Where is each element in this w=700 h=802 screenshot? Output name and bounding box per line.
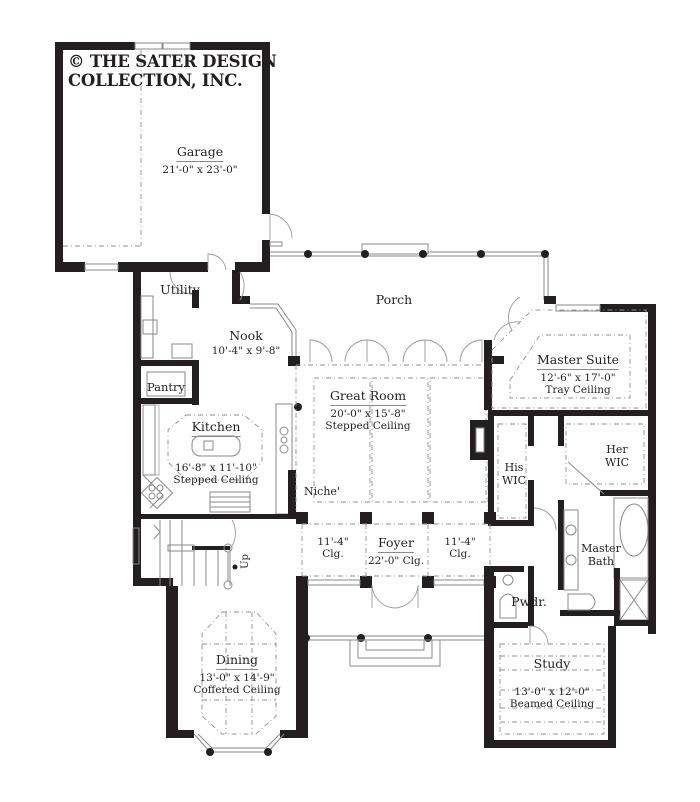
room-label-master-suite: Master Suite 12'-6" x 17'-0" Tray Ceilin… [536, 350, 620, 397]
room-name-line-2: WIC [501, 473, 527, 487]
master-suite-walls [484, 296, 656, 634]
room-name: Foyer [378, 535, 414, 553]
copyright-line-2: COLLECTION, INC. [68, 71, 243, 90]
stairs-up-label: Up [239, 554, 251, 569]
room-name-line-1: His [504, 461, 524, 474]
room-label-garage: Garage 21'-0" x 23'-0" [162, 142, 237, 176]
room-label-dining: Dining 13'-0" x 14'-9" Coffered Ceiling [193, 650, 280, 697]
room-ceiling: Coffered Ceiling [193, 684, 281, 697]
room-ceiling: 22'-0" Clg. [367, 554, 425, 567]
room-label-powder: Pwdr. [511, 592, 547, 611]
room-name: Great Room [329, 388, 407, 406]
room-name-line-1: Master [581, 542, 621, 555]
room-name: Pwdr. [511, 594, 547, 609]
room-name: Pantry [146, 380, 186, 394]
room-name: Nook [229, 328, 263, 343]
room-name-line-1: Her [606, 443, 628, 456]
garage-walls [55, 42, 270, 272]
room-ceiling: Stepped Ceiling [325, 420, 411, 433]
study-walls [484, 566, 616, 748]
great-room-structure [295, 339, 489, 510]
room-label-study-details: 13'-0" x 12'-0" Beamed Ceiling [510, 686, 594, 711]
room-label-kitchen: Kitchen [191, 417, 241, 439]
room-name: Utility [160, 282, 200, 297]
dining-walls [166, 586, 308, 756]
room-label-kitchen-details: 16'-8" x 11'-10" Stepped Ceiling [173, 462, 258, 487]
room-label-study: Study [534, 654, 571, 673]
niche-name: Niche' [304, 485, 340, 498]
room-dimensions: 10'-4" x 9'-8" [211, 344, 281, 357]
label-foyer-right-ceiling: 11'-4" Clg. [444, 536, 475, 561]
room-name: Study [533, 656, 571, 671]
room-dimensions: 21'-0" x 23'-0" [162, 163, 238, 176]
room-label-utility: Utility [160, 280, 200, 299]
copyright-line-1: © THE SATER DESIGN [68, 52, 277, 71]
room-name-line-2: Bath [587, 554, 615, 568]
copyright-notice: © THE SATER DESIGN COLLECTION, INC. [68, 52, 277, 90]
room-name: Kitchen [191, 419, 241, 437]
label-niche: Niche' [304, 485, 340, 499]
porch-structure [270, 243, 549, 300]
room-label-great-room: Great Room 20'-0" x 15'-8" Stepped Ceili… [325, 386, 410, 433]
room-name: Garage [176, 144, 224, 162]
room-ceiling: Tray Ceiling [545, 384, 611, 397]
west-wing-walls [133, 270, 250, 585]
room-label-pantry: Pantry [147, 377, 185, 396]
room-name-line-2: WIC [604, 455, 630, 469]
room-label-nook: Nook 10'-4" x 9'-8" [212, 326, 281, 357]
room-dimensions: 13'-0" x 14'-9" [199, 671, 275, 684]
room-ceiling: Beamed Ceiling [509, 698, 595, 711]
label-foyer-left-ceiling: 11'-4" Clg. [317, 536, 348, 561]
room-dimensions: 13'-0" x 12'-0" [514, 686, 590, 698]
room-name: Porch [375, 292, 413, 307]
staircase [132, 519, 238, 590]
room-name: Master Suite [536, 352, 620, 370]
room-dimensions: 12'-6" x 17'-0" [540, 371, 616, 384]
room-label-porch: Porch [376, 290, 412, 309]
ceiling-height: 11'-4" [444, 536, 476, 548]
room-label-foyer: Foyer 22'-0" Clg. [368, 533, 424, 567]
room-label-his-wic: His WIC [501, 461, 527, 488]
room-dimensions: 20'-0" x 15'-8" [330, 407, 406, 420]
ceiling-suffix: Clg. [449, 548, 471, 561]
room-label-her-wic: Her WIC [604, 443, 630, 470]
room-label-master-bath: Master Bath [581, 542, 621, 569]
room-dimensions: 16'-8" x 11'-10" [175, 462, 257, 474]
ceiling-height: 11'-4" [317, 536, 349, 548]
ceiling-suffix: Clg. [322, 548, 344, 561]
room-name: Dining [215, 652, 259, 670]
room-ceiling: Stepped Ceiling [173, 474, 259, 487]
